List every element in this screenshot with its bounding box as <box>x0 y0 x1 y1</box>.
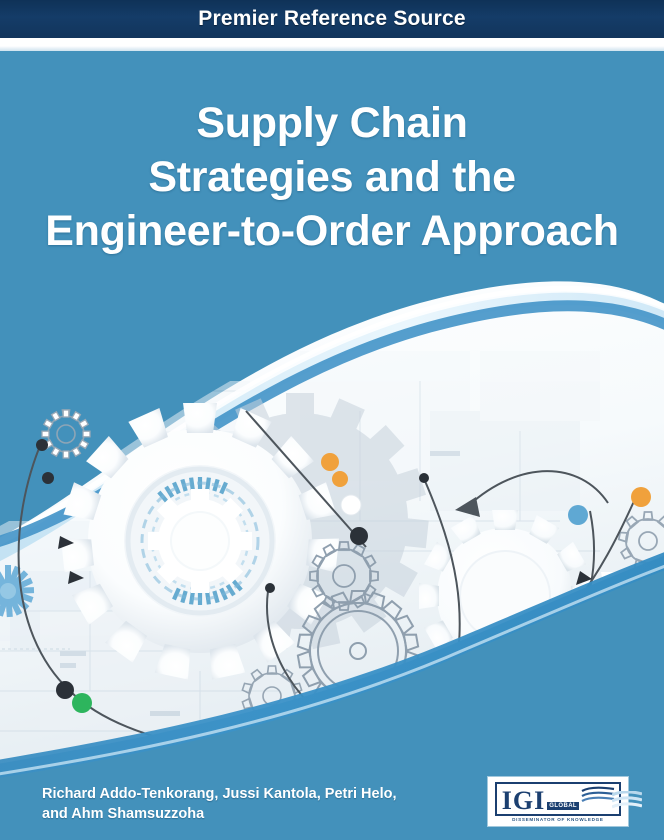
flow-nodes <box>36 439 651 713</box>
node-dark-4 <box>350 527 368 545</box>
node-dark-2 <box>42 472 54 484</box>
logo-flag-icon <box>611 790 643 818</box>
author-line-2: and Ahm Shamsuzzoha <box>42 806 205 822</box>
banner-label: Premier Reference Source <box>198 7 466 30</box>
logo-box: IGI GLOBAL DISSEMINATOR OF KNOWLEDGE <box>487 777 628 826</box>
logo-inner-frame: IGI GLOBAL <box>494 782 621 816</box>
banner-divider <box>0 38 664 51</box>
node-dark-1 <box>36 439 48 451</box>
flow-path-diagonal <box>245 410 367 548</box>
node-dark-3 <box>56 681 74 699</box>
author-line-1: Richard Addo-Tenkorang, Jussi Kantola, P… <box>42 786 397 802</box>
node-orange-2 <box>332 471 348 487</box>
gear-main-white <box>60 403 340 680</box>
premier-reference-banner: Premier Reference Source <box>0 0 664 38</box>
node-blue <box>568 505 588 525</box>
node-white <box>340 494 362 516</box>
logo-igi-text: IGI <box>501 786 546 815</box>
node-dark-6 <box>419 473 429 483</box>
publisher-logo: IGI GLOBAL DISSEMINATOR OF KNOWLEDGE <box>487 777 643 826</box>
cover-artwork <box>0 51 664 840</box>
node-orange-1 <box>321 453 339 471</box>
bottom-blue-swoosh <box>0 552 664 778</box>
bottom-swoosh-highlight <box>0 564 664 776</box>
wave-lines-icon <box>581 786 615 811</box>
node-green <box>72 693 92 713</box>
node-dark-5 <box>265 583 275 593</box>
author-list: Richard Addo-Tenkorang, Jussi Kantola, P… <box>42 784 472 824</box>
gear-small-left-teeth <box>41 409 91 459</box>
logo-tagline: DISSEMINATOR OF KNOWLEDGE <box>512 817 604 822</box>
flow-arrow-top-right <box>455 497 480 517</box>
gear-outline-small-a <box>309 541 379 611</box>
node-orange-3 <box>631 487 651 507</box>
flow-path-top-right <box>467 470 609 507</box>
blue-starburst-icon <box>0 565 35 618</box>
logo-global-text: GLOBAL <box>547 802 579 810</box>
